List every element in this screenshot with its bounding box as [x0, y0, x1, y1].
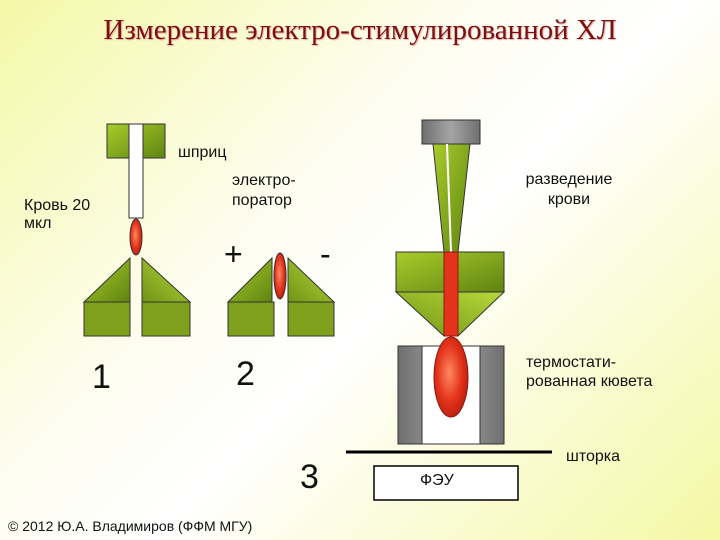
syringe: [106, 123, 166, 256]
electrodes-1: [82, 256, 192, 337]
electrode-minus-base: [287, 301, 335, 337]
blood-stream: [443, 251, 459, 337]
pmt-label: ФЭУ: [420, 472, 454, 489]
thermostatic-cuvette: [397, 336, 505, 445]
syringe-label: шприц: [178, 144, 227, 161]
blood-drop: [129, 218, 143, 256]
plus-sign: +: [224, 236, 243, 272]
dilution-label-line1: разведение: [525, 171, 613, 188]
pmt-box: [373, 465, 519, 501]
pipette-cap: [421, 119, 481, 145]
pipette-tip: [432, 143, 471, 253]
dilution-funnel: [394, 119, 506, 337]
electroporator: [226, 252, 336, 337]
blood-in-cuvette: [433, 336, 469, 418]
cuvette-label-line2: рованная кювета: [526, 373, 653, 390]
electroporator-label-line1: электро-: [232, 172, 296, 189]
blood-volume-label-line2: мкл: [24, 215, 52, 232]
blood-volume-label-line1: Кровь 20: [24, 197, 91, 214]
dilution-label-line2: крови: [547, 191, 591, 208]
pipette-channel: [446, 143, 452, 253]
shutter-label: шторка: [566, 448, 621, 465]
electrode-right-base: [141, 301, 191, 337]
copyright-footer: © 2012 Ю.А. Владимиров (ФФМ МГУ): [8, 518, 253, 534]
electrode-left-base: [83, 301, 131, 337]
step-number-2: 2: [236, 355, 255, 393]
slide-title: Измерение электро-стимулированной ХЛ: [103, 14, 617, 46]
electrode-left-top: [82, 256, 131, 303]
step-number-3: 3: [300, 458, 319, 496]
cuvette-label-line1: термостати-: [526, 354, 617, 371]
minus-sign: -: [320, 236, 331, 272]
electrode-right-top: [141, 256, 192, 303]
blood-sample-between-electrodes: [273, 252, 287, 300]
syringe-needle: [128, 123, 144, 219]
step-number-1: 1: [92, 358, 111, 396]
electroporator-label-line2: поратор: [232, 192, 292, 209]
electrode-plus-base: [227, 301, 275, 337]
